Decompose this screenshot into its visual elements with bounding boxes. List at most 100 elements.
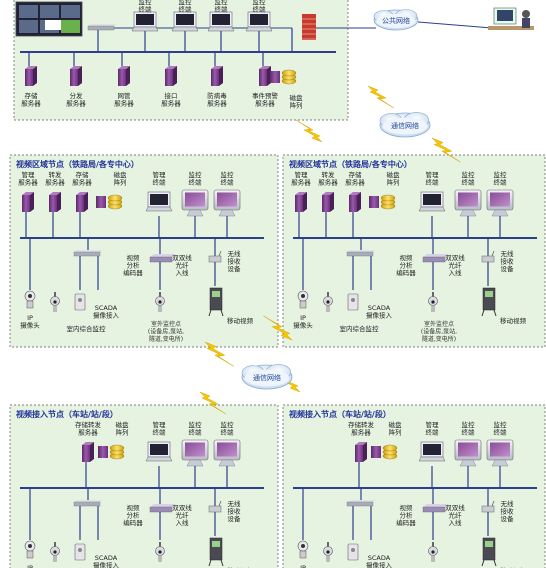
laptop-icon bbox=[207, 11, 235, 32]
server-side bbox=[219, 66, 223, 86]
lightning-bolt-icon bbox=[295, 119, 323, 143]
disk-platter bbox=[380, 194, 396, 202]
mobile-leg bbox=[220, 309, 224, 317]
wireless-box bbox=[481, 255, 495, 263]
label-line: 磁盘 bbox=[114, 170, 128, 179]
scada-port bbox=[351, 548, 355, 552]
server-icon bbox=[259, 66, 271, 86]
server-label: 管理服务器 bbox=[18, 170, 38, 187]
disk-array-label: 磁盘阵列 bbox=[387, 170, 401, 187]
mobile-leg bbox=[481, 559, 485, 567]
disk-controller bbox=[369, 196, 379, 208]
label-line: 服务器 bbox=[114, 99, 134, 108]
ptz-lens bbox=[158, 550, 162, 554]
label-line: 光纤 bbox=[449, 261, 463, 270]
ip-camera-icon bbox=[24, 540, 36, 559]
label-line: 服务器 bbox=[255, 99, 275, 108]
lightning-bolt-icon bbox=[199, 391, 227, 415]
mobile-leg bbox=[493, 309, 497, 317]
cloud-label: 公共网络 bbox=[382, 16, 410, 25]
video-wall-window bbox=[45, 20, 61, 30]
encoder-icon bbox=[422, 254, 449, 263]
server-side bbox=[78, 66, 82, 86]
encoder-icon bbox=[422, 504, 449, 513]
server-label: 管理服务器 bbox=[291, 170, 311, 187]
camera-lens bbox=[301, 294, 305, 298]
label-line: 阵列 bbox=[116, 428, 129, 437]
server-label: 防病毒服务器 bbox=[207, 91, 227, 108]
label-line: 磁盘 bbox=[389, 420, 403, 429]
label-line: 双双线 bbox=[172, 253, 192, 262]
terminal-label: 管理终端 bbox=[426, 420, 440, 437]
label-line: 管理 bbox=[426, 420, 440, 429]
monitor-icon bbox=[213, 189, 241, 217]
lightning-bolt-icon bbox=[431, 137, 461, 163]
ptz-pole bbox=[158, 306, 162, 312]
wireless-antenna bbox=[491, 500, 495, 507]
ptz-mount bbox=[327, 542, 329, 548]
video-wall-screen bbox=[40, 5, 59, 18]
label-line: 网管 bbox=[118, 91, 132, 100]
terminal-label: 监控终端 bbox=[215, 0, 229, 14]
label-line: 视频 bbox=[400, 503, 414, 512]
monitor-screen bbox=[458, 442, 478, 457]
ws-screen bbox=[497, 10, 513, 21]
label-line: 通信网络 bbox=[391, 121, 419, 130]
switch-icon bbox=[73, 500, 103, 507]
indoor-monitor-label: 室内综合监控 bbox=[67, 324, 107, 333]
cloud-label: 通信网络 bbox=[253, 373, 281, 382]
label-line: 隧道,变电所) bbox=[422, 335, 456, 343]
regional-panel-right bbox=[282, 154, 546, 348]
server-icon bbox=[22, 192, 34, 212]
label-line: 室内综合监控 bbox=[340, 324, 380, 333]
server-front bbox=[295, 195, 303, 212]
ptz-lens bbox=[53, 550, 57, 554]
server-label: 接口服务器 bbox=[161, 91, 181, 108]
label-line: 公共网络 bbox=[382, 16, 410, 25]
label-line: 服务器 bbox=[45, 178, 65, 187]
disk-array-icon bbox=[371, 444, 398, 460]
ip-camera-icon bbox=[297, 290, 309, 309]
ptz-mount bbox=[54, 542, 56, 548]
scada-port bbox=[351, 298, 355, 302]
label-line: 终端 bbox=[462, 428, 476, 437]
label-line: IP bbox=[300, 314, 306, 322]
label-line: 存储 bbox=[25, 91, 39, 100]
monitor-stand bbox=[491, 459, 509, 467]
encoder-front bbox=[422, 256, 446, 263]
label-line: 分析 bbox=[400, 511, 414, 520]
label-line: 摄像接入 bbox=[93, 561, 120, 568]
label-line: 无线 bbox=[501, 249, 515, 258]
terminal-label: 管理终端 bbox=[153, 170, 167, 187]
label-line: 存储 bbox=[349, 170, 363, 179]
laptop-icon bbox=[131, 11, 159, 32]
ptz-pole bbox=[431, 556, 435, 562]
camera-base bbox=[26, 550, 34, 559]
label-line: 事件预警 bbox=[252, 91, 279, 100]
access-panel-left bbox=[9, 404, 279, 568]
ptz-camera-icon bbox=[428, 292, 438, 312]
server-icon bbox=[355, 442, 367, 462]
server-front bbox=[118, 69, 126, 86]
terminal-label: 监控终端 bbox=[179, 0, 193, 14]
ws-desk bbox=[488, 26, 534, 30]
label-line: 服务器 bbox=[78, 428, 98, 437]
gateway-label: 双双线光纤入线 bbox=[445, 503, 465, 527]
switch-top bbox=[74, 250, 103, 252]
label-line: 接收 bbox=[228, 257, 242, 266]
laptop-screen bbox=[212, 14, 230, 25]
label-line: 终端 bbox=[189, 428, 203, 437]
server-front bbox=[70, 69, 78, 86]
camera-base bbox=[299, 550, 307, 559]
label-line: 移动视频 bbox=[500, 316, 527, 325]
label-line: (设备房,泵站, bbox=[148, 328, 184, 336]
label-line: 光纤 bbox=[176, 261, 190, 270]
encoder-front bbox=[149, 256, 173, 263]
comm-network-cloud-middle: 通信网络 bbox=[241, 364, 293, 390]
server-label: 转发服务器 bbox=[45, 170, 65, 187]
switch-front bbox=[346, 251, 374, 257]
label-line: 接收 bbox=[228, 507, 242, 516]
camera-lens bbox=[301, 544, 305, 548]
label-line: 阵列 bbox=[114, 178, 127, 187]
label-line: 管理 bbox=[426, 170, 440, 179]
